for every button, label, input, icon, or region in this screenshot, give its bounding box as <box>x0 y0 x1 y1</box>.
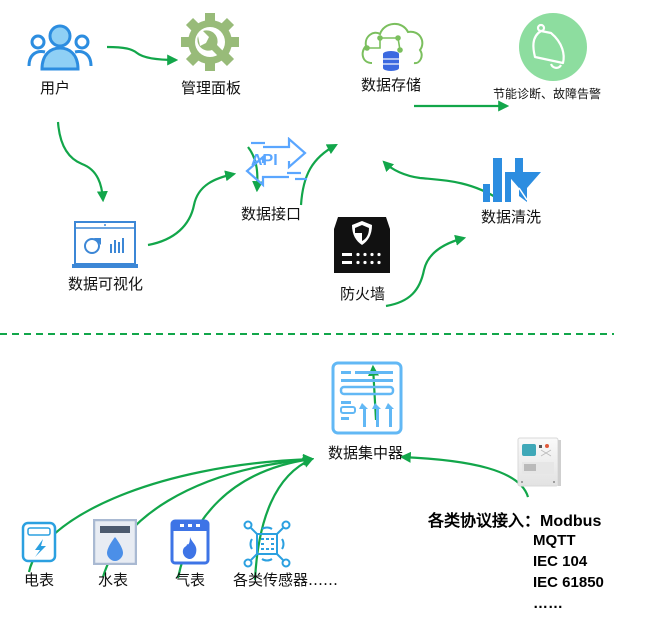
cleaning-label: 数据清洗 <box>481 208 542 226</box>
api-label: 数据接口 <box>241 205 302 223</box>
user-label: 用户 <box>40 79 71 97</box>
laptop-chart-icon <box>72 221 138 268</box>
protocols-block: 各类协议接入：Modbus <box>428 507 601 531</box>
arrow-firewall-to-cleaning <box>385 234 467 308</box>
firewall-label: 防火墙 <box>340 285 386 303</box>
arrow-user-to-admin <box>106 45 179 66</box>
bell-icon <box>519 13 587 81</box>
sensor-chip-icon <box>243 520 291 568</box>
arrow-sensor-to-concentrator <box>253 457 315 581</box>
concentrator-icon <box>331 361 403 435</box>
data-storage-label: 数据存储 <box>361 76 422 94</box>
alarm-label: 节能诊断、故障告警 <box>493 87 602 101</box>
api-text: API <box>251 152 278 169</box>
arrow-api-to-storage <box>299 143 338 206</box>
concentrator-label: 数据集中器 <box>328 444 404 462</box>
arrow-gateway-to-concentrator <box>399 451 530 498</box>
gateway-device-icon <box>517 437 561 487</box>
sensors-label: 各类传感器…… <box>233 571 339 589</box>
protocols-title: 各类协议接入： <box>428 511 541 530</box>
arrow-visualization-to-api <box>147 170 237 247</box>
electric-meter-icon <box>21 521 57 563</box>
protocol-item: IEC 61850 <box>533 574 604 591</box>
protocol-item: …… <box>533 595 563 612</box>
protocol-list: MQTT IEC 104 IEC 61850 …… <box>533 530 604 614</box>
cloud-database-icon <box>361 23 424 71</box>
gas-meter-icon <box>170 519 210 565</box>
arrow-api-inner-down <box>247 146 264 193</box>
bar-chart-filter-icon <box>483 158 541 202</box>
water-meter-label: 水表 <box>98 571 129 589</box>
water-meter-icon <box>93 519 137 565</box>
arrow-cleaning-to-api <box>382 160 501 201</box>
gas-meter-label: 气表 <box>175 571 206 589</box>
admin-panel-label: 管理面板 <box>181 79 242 97</box>
api-exchange-icon: API <box>245 137 307 188</box>
electric-meter-label: 电表 <box>24 571 55 589</box>
protocol-item: Modbus <box>540 513 602 530</box>
visualization-label: 数据可视化 <box>68 275 144 293</box>
users-icon <box>27 24 93 71</box>
firewall-shield-icon <box>334 217 390 273</box>
protocol-item: IEC 104 <box>533 553 588 570</box>
arrow-user-to-visualization <box>56 121 108 203</box>
protocol-item: MQTT <box>533 532 576 549</box>
gear-wrench-icon <box>181 13 239 71</box>
